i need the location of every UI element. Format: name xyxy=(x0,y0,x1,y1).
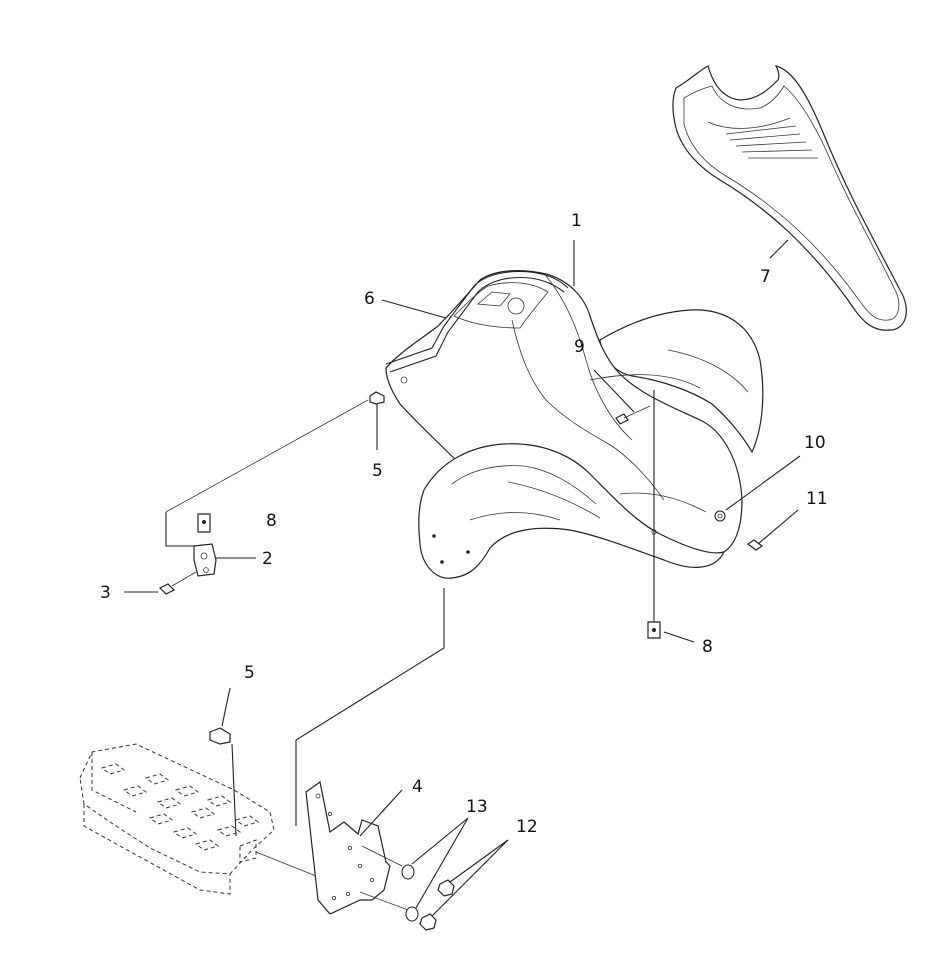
part-8-clip-left xyxy=(197,513,211,533)
footrest-phantom xyxy=(79,743,317,895)
callout-5-lower: 5 xyxy=(244,663,255,683)
callout-1: 1 xyxy=(571,211,582,231)
callout-11: 11 xyxy=(806,489,828,509)
part-10-grommet xyxy=(714,455,801,522)
part-3-screw xyxy=(124,571,197,595)
part-4-mud-flap xyxy=(305,780,409,915)
callout-7: 7 xyxy=(760,267,771,287)
callout-4: 4 xyxy=(412,777,423,797)
part-13-washer xyxy=(401,817,469,922)
callout-10: 10 xyxy=(804,433,826,453)
part-5-bolt-lower xyxy=(209,727,237,837)
part-5-bolt-upper xyxy=(369,391,385,450)
part-8-clip-right xyxy=(647,390,695,643)
part-7-fender-extension xyxy=(672,65,907,331)
callout-6: 6 xyxy=(364,289,375,309)
part-11-pin xyxy=(746,509,799,551)
callout-2: 2 xyxy=(262,549,273,569)
callout-13: 13 xyxy=(466,797,488,817)
part-12-nut xyxy=(419,839,509,931)
callout-3: 3 xyxy=(100,583,111,603)
callout-5-upper: 5 xyxy=(372,461,383,481)
part-9-screw xyxy=(593,369,651,425)
assembly-leader-line xyxy=(295,588,445,826)
part-2-bracket xyxy=(193,543,256,577)
callout-9: 9 xyxy=(574,337,585,357)
side-panel-outline xyxy=(165,399,369,547)
callout-8-right: 8 xyxy=(702,637,713,657)
callout-8-left: 8 xyxy=(266,511,277,531)
part-1-front-fender xyxy=(385,240,764,579)
callout-12: 12 xyxy=(516,817,538,837)
part-6-trim-strip xyxy=(381,270,569,373)
